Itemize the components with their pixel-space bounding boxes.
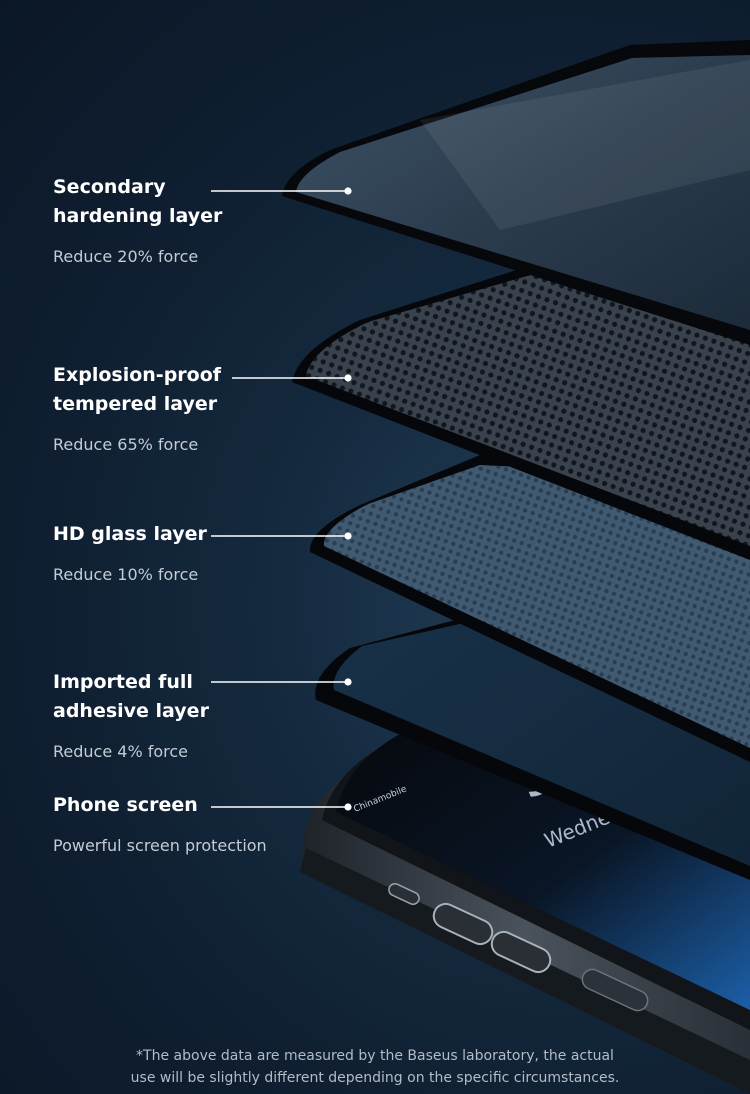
layer-title: HD glass layer (53, 523, 207, 545)
layer-label-hd-glass: HD glass layer Reduce 10% force (53, 520, 207, 586)
layer-subtitle: Reduce 65% force (53, 435, 199, 454)
layer-subtitle: Reduce 4% force (53, 742, 189, 761)
layer-title: tempered layer (53, 393, 218, 415)
layer-label-secondary-hardening: Secondary hardening layer Reduce 20% for… (53, 173, 222, 268)
layer-subtitle: Reduce 20% force (53, 247, 199, 266)
layer-label-adhesive: Imported full adhesive layer Reduce 4% f… (53, 668, 209, 763)
layer-title: Explosion-proof (53, 364, 222, 386)
layer-subtitle: Powerful screen protection (53, 836, 267, 855)
footnote: *The above data are measured by the Base… (0, 1045, 750, 1089)
footnote-line: use will be slightly different depending… (130, 1070, 620, 1086)
leader-lines (211, 190, 348, 808)
layer-title: hardening layer (53, 205, 223, 227)
hardening-layer (282, 40, 750, 345)
layer-title: Secondary (53, 176, 166, 198)
layer-label-tempered: Explosion-proof tempered layer Reduce 65… (53, 361, 221, 456)
side-buttons (388, 883, 649, 1012)
hd-glass-layer (309, 455, 750, 762)
layer-title: Phone screen (53, 794, 198, 816)
layer-label-phone-screen: Phone screen Powerful screen protection (53, 791, 267, 857)
leader-dots (344, 187, 352, 811)
layer-title: adhesive layer (53, 700, 209, 722)
footnote-line: *The above data are measured by the Base… (136, 1048, 614, 1064)
tempered-layer (292, 240, 750, 560)
layer-title: Imported full (53, 671, 193, 693)
layer-subtitle: Reduce 10% force (53, 565, 199, 584)
